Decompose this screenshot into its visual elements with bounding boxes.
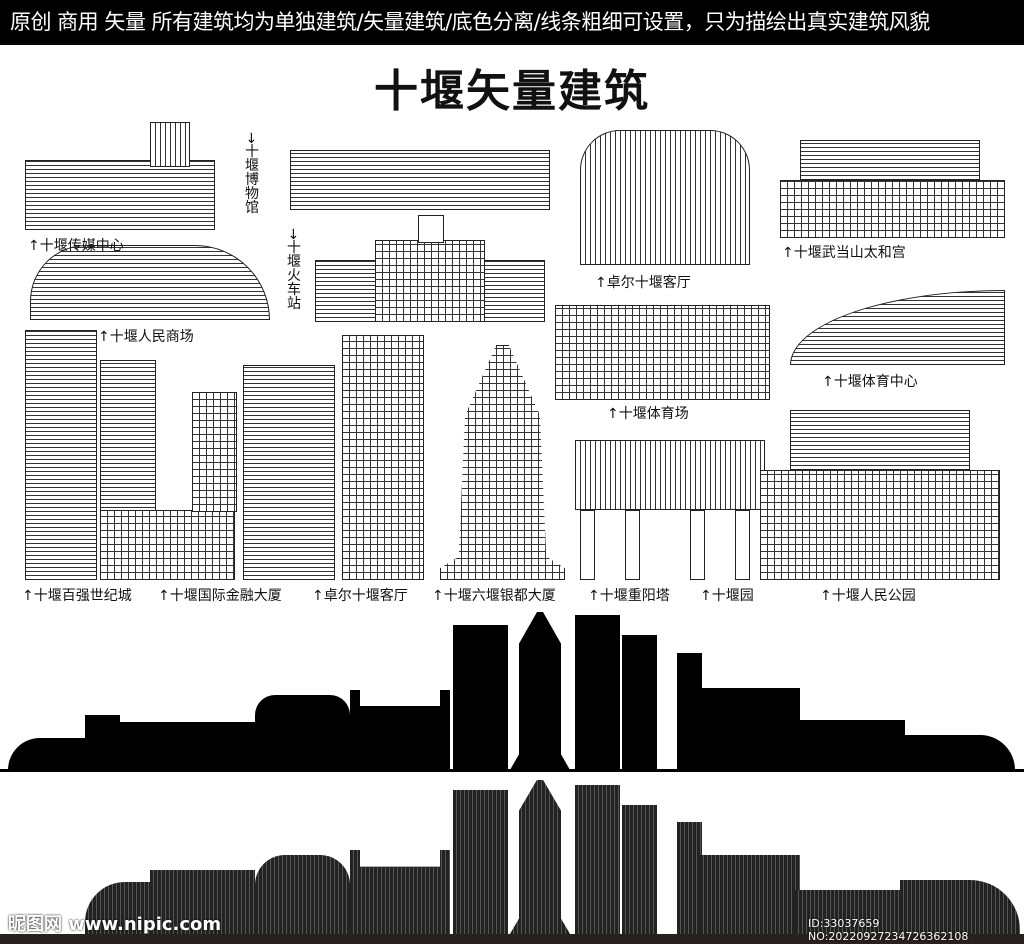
label-taihe-palace: ↑十堰武当山太和宫 bbox=[782, 245, 906, 261]
label-stadium: ↑十堰体育场 bbox=[607, 406, 689, 422]
label-chongyang-tower: ↑十堰重阳塔 bbox=[588, 588, 670, 604]
building-baiqiang bbox=[25, 330, 97, 580]
label-peoples-mall: ↑十堰人民商场 bbox=[98, 329, 194, 345]
label-sports-center: ↑十堰体育中心 bbox=[822, 374, 918, 390]
label-ifc: ↑十堰国际金融大厦 bbox=[158, 588, 282, 604]
label-museum: →十堰博物馆 bbox=[243, 132, 259, 214]
label-zall-living-room: ↑卓尔十堰客厅 bbox=[312, 588, 408, 604]
label-zall-living-room-top: ↑卓尔十堰客厅 bbox=[595, 275, 691, 291]
label-yindu: ↑十堰六堰银都大厦 bbox=[432, 588, 556, 604]
watermark-id: ID:33037659 NO:20220927234726362108 bbox=[808, 917, 969, 943]
label-shiyan-garden: ↑十堰园 bbox=[700, 588, 754, 604]
header-text: 原创 商用 矢量 所有建筑均为单独建筑/矢量建筑/底色分离/线条粗细可设置，只为… bbox=[10, 10, 930, 34]
label-peoples-park: ↑十堰人民公园 bbox=[820, 588, 916, 604]
header-bar: 原创 商用 矢量 所有建筑均为单独建筑/矢量建筑/底色分离/线条粗细可设置，只为… bbox=[0, 0, 1024, 45]
label-railway-station: →十堰火车站 bbox=[285, 228, 301, 310]
page-title: 十堰矢量建筑 bbox=[374, 66, 650, 117]
building-stadium bbox=[555, 305, 770, 400]
building-sports-center bbox=[790, 290, 1005, 365]
building-yindu-pagoda bbox=[440, 345, 565, 580]
label-baiqiang: ↑十堰百强世纪城 bbox=[22, 588, 132, 604]
label-media-center: ↑十堰传媒中心 bbox=[28, 238, 124, 254]
building-peoples-mall bbox=[30, 245, 270, 320]
building-zall-living-room-top bbox=[580, 130, 750, 265]
building-museum bbox=[290, 150, 550, 210]
watermark-logo: 昵图网 www.nipic.com bbox=[8, 914, 222, 935]
